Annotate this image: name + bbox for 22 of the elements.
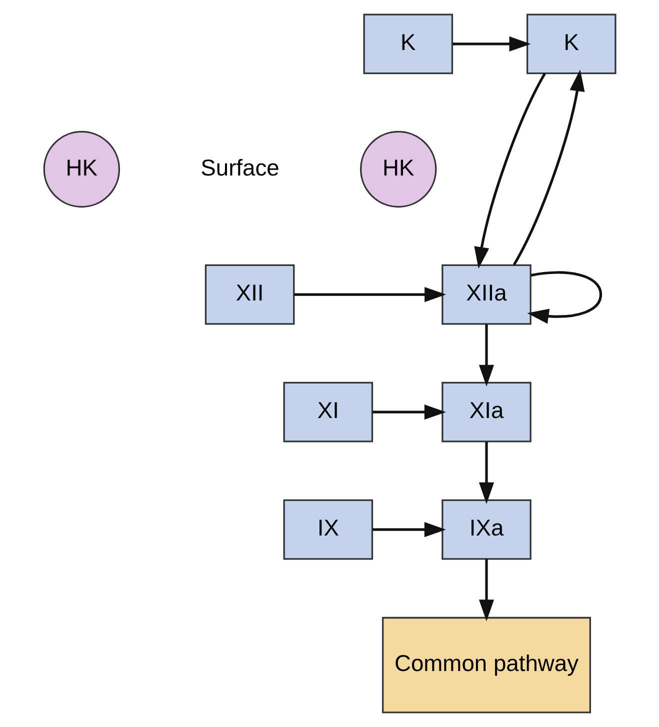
node-box: K — [362, 14, 453, 74]
arrow — [478, 559, 494, 622]
node-box: XIa — [441, 382, 531, 442]
node-box: Common pathway — [382, 616, 590, 714]
arrow — [474, 72, 546, 269]
node-box: IX — [282, 499, 373, 560]
arrow — [294, 286, 446, 302]
node-box: IXa — [441, 499, 531, 560]
node-box: XIIa — [441, 264, 531, 325]
arrow — [372, 404, 446, 420]
node-box: XI — [282, 382, 373, 442]
arrow — [512, 70, 584, 266]
node-circle: HK — [360, 130, 436, 208]
arrow — [452, 36, 530, 52]
arrow — [526, 271, 602, 324]
node-box: XII — [204, 264, 294, 325]
arrow — [372, 522, 446, 538]
node-circle: HK — [42, 130, 120, 208]
arrow — [478, 442, 494, 504]
node-box: K — [526, 14, 616, 74]
label: Surface — [200, 154, 279, 180]
arrow — [478, 324, 494, 386]
